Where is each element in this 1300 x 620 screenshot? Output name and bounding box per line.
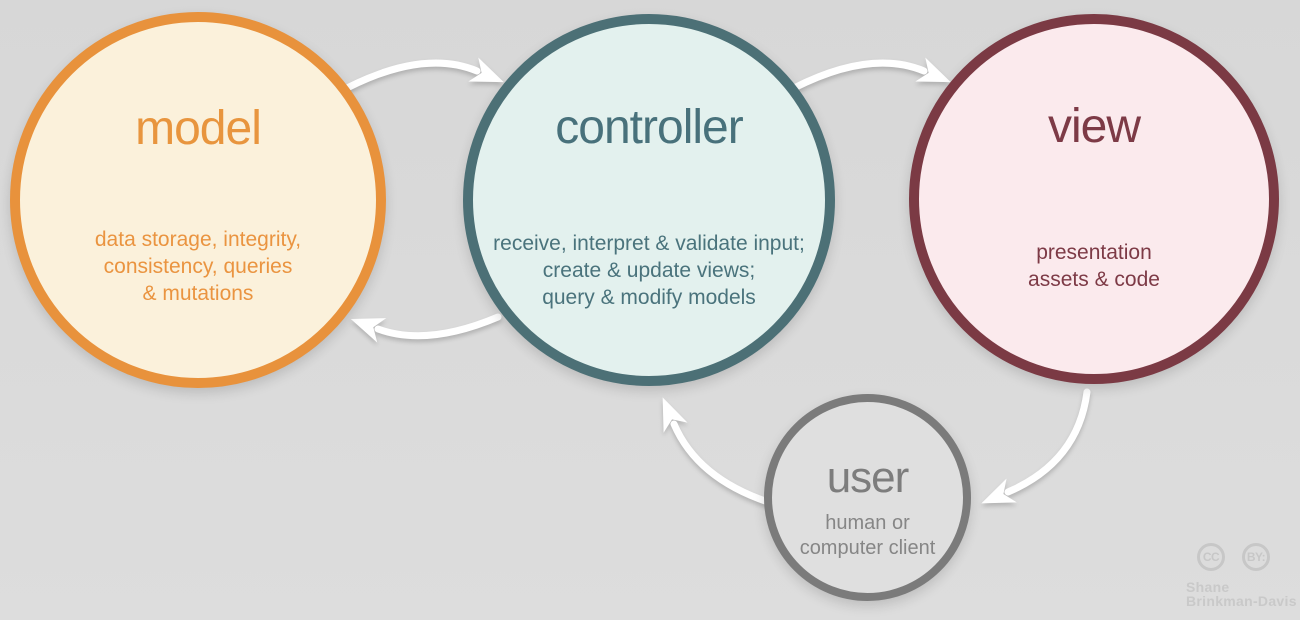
- cc-icon: CC: [1197, 543, 1225, 571]
- model-description: data storage, integrity, consistency, qu…: [94, 228, 302, 305]
- view-description: presentation assets & code: [1028, 241, 1160, 291]
- arrow-controller-to-view: [790, 57, 951, 92]
- author-name: Shane Brinkman-Davis: [1186, 579, 1297, 609]
- arrow-view-to-user: [981, 388, 1091, 504]
- user-circle: user human or computer client: [764, 394, 971, 601]
- controller-description: receive, interpret & validate input; cre…: [493, 232, 805, 309]
- model-circle: model data storage, integrity, consisten…: [10, 12, 386, 388]
- license-attribution: CC BY: Shane Brinkman-Davis: [1186, 543, 1297, 608]
- arrow-controller-to-model: [350, 313, 502, 343]
- view-title: view: [1047, 100, 1141, 153]
- controller-title: controller: [555, 101, 743, 154]
- user-description: human or computer client: [799, 512, 936, 559]
- cc-by-badges: CC BY:: [1197, 543, 1297, 571]
- arrow-model-to-controller: [343, 57, 504, 92]
- controller-circle: controller receive, interpret & validate…: [463, 14, 835, 386]
- model-title: model: [135, 102, 262, 155]
- view-circle: view presentation assets & code: [909, 14, 1279, 384]
- arrow-user-to-controller: [662, 397, 772, 506]
- by-icon: BY:: [1242, 543, 1270, 571]
- user-title: user: [826, 453, 910, 502]
